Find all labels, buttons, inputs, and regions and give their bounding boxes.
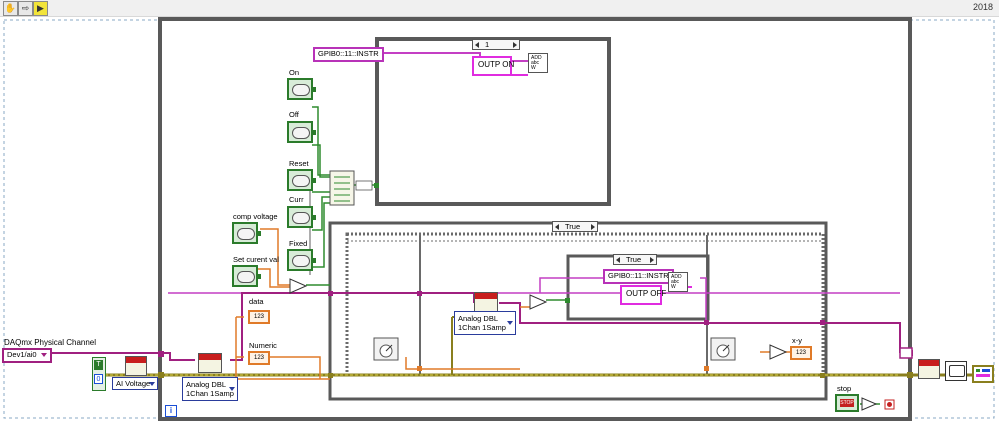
- dropdown-arrow-icon: [40, 353, 47, 358]
- daqmx-create-channel-vi[interactable]: [125, 356, 147, 376]
- daqmx-read-vi-left[interactable]: [198, 353, 222, 373]
- reset-button-control[interactable]: [287, 169, 316, 191]
- wires-layer: [3, 17, 995, 421]
- case-prev-icon[interactable]: [616, 257, 620, 263]
- case-selector-inner-true[interactable]: True: [613, 254, 657, 265]
- analog-dbl-1chan-1samp-enum-left[interactable]: Analog DBL 1Chan 1Samp: [182, 377, 238, 401]
- comp-voltage-label: comp voltage: [233, 212, 278, 221]
- fixed-button-control[interactable]: [287, 249, 316, 271]
- highlight-execution-icon[interactable]: ▶: [33, 1, 48, 16]
- boolean-constant-cluster[interactable]: T 0: [92, 357, 106, 391]
- on-control-label: On: [289, 68, 300, 77]
- numeric-indicator[interactable]: 123: [248, 351, 270, 365]
- xy-indicator-label: x-y: [792, 336, 802, 345]
- outp-off-string-constant[interactable]: OUTP OFF: [620, 285, 666, 305]
- comp-voltage-control[interactable]: [232, 222, 261, 244]
- analog-dbl-1chan-1samp-enum-inner[interactable]: Analog DBL 1Chan 1Samp: [454, 311, 516, 335]
- while-loop-border: [158, 17, 912, 421]
- daqmx-read-vi-inner[interactable]: [474, 292, 498, 312]
- version-label: 2018: [972, 2, 993, 12]
- error-cluster-indicator[interactable]: [972, 365, 994, 383]
- case-prev-icon[interactable]: [555, 224, 559, 230]
- case-next-icon[interactable]: [513, 42, 517, 48]
- case-prev-icon[interactable]: [475, 42, 479, 48]
- ai-voltage-enum[interactable]: AI Voltage: [112, 377, 158, 390]
- toolbar: ✋ ⇨ ▶ 2018: [0, 0, 999, 17]
- dropdown-arrow-icon: [149, 381, 155, 386]
- case-selector-outer-true[interactable]: True: [552, 221, 598, 232]
- fixed-control-label: Fixed: [289, 239, 308, 248]
- set-current-val-label: Set curent val: [233, 255, 279, 264]
- curr-button-control[interactable]: [287, 206, 316, 228]
- stop-button-control[interactable]: STOP: [835, 394, 859, 412]
- daqmx-physical-channel-label: DAQmx Physical Channel: [4, 338, 97, 347]
- run-arrow-icon[interactable]: ⇨: [18, 1, 33, 16]
- daqmx-physical-channel-control[interactable]: Dev1/ai0: [2, 348, 52, 363]
- case-next-icon[interactable]: [591, 224, 595, 230]
- outp-on-string-constant[interactable]: OUTP ON: [472, 56, 514, 76]
- dropdown-arrow-icon: [229, 387, 235, 391]
- visa-resource-constant-top[interactable]: GPIB0::11::INSTR: [313, 47, 384, 62]
- visa-resource-constant-inner[interactable]: GPIB0::11::INSTR: [603, 269, 674, 284]
- data-indicator-label: data: [249, 297, 264, 306]
- numeric-indicator-label: Numeric: [249, 341, 277, 350]
- off-button-control[interactable]: [287, 121, 316, 143]
- reset-control-label: Reset: [289, 159, 309, 168]
- hand-icon[interactable]: ✋: [3, 1, 18, 16]
- simple-error-handler-vi[interactable]: [945, 361, 967, 381]
- xy-numeric-indicator[interactable]: 123: [790, 346, 812, 360]
- dropdown-arrow-icon: [507, 321, 513, 325]
- set-current-val-control[interactable]: [232, 265, 261, 287]
- daqmx-clear-task-vi[interactable]: [918, 359, 940, 379]
- on-button-control[interactable]: [287, 78, 316, 100]
- case-next-icon[interactable]: [650, 257, 654, 263]
- curr-control-label: Curr: [289, 195, 304, 204]
- off-control-label: Off: [289, 110, 299, 119]
- data-numeric-indicator[interactable]: 123: [248, 310, 270, 324]
- iteration-terminal[interactable]: i: [165, 405, 177, 417]
- stop-control-label: stop: [837, 384, 852, 393]
- case-selector-top[interactable]: 1: [472, 39, 520, 50]
